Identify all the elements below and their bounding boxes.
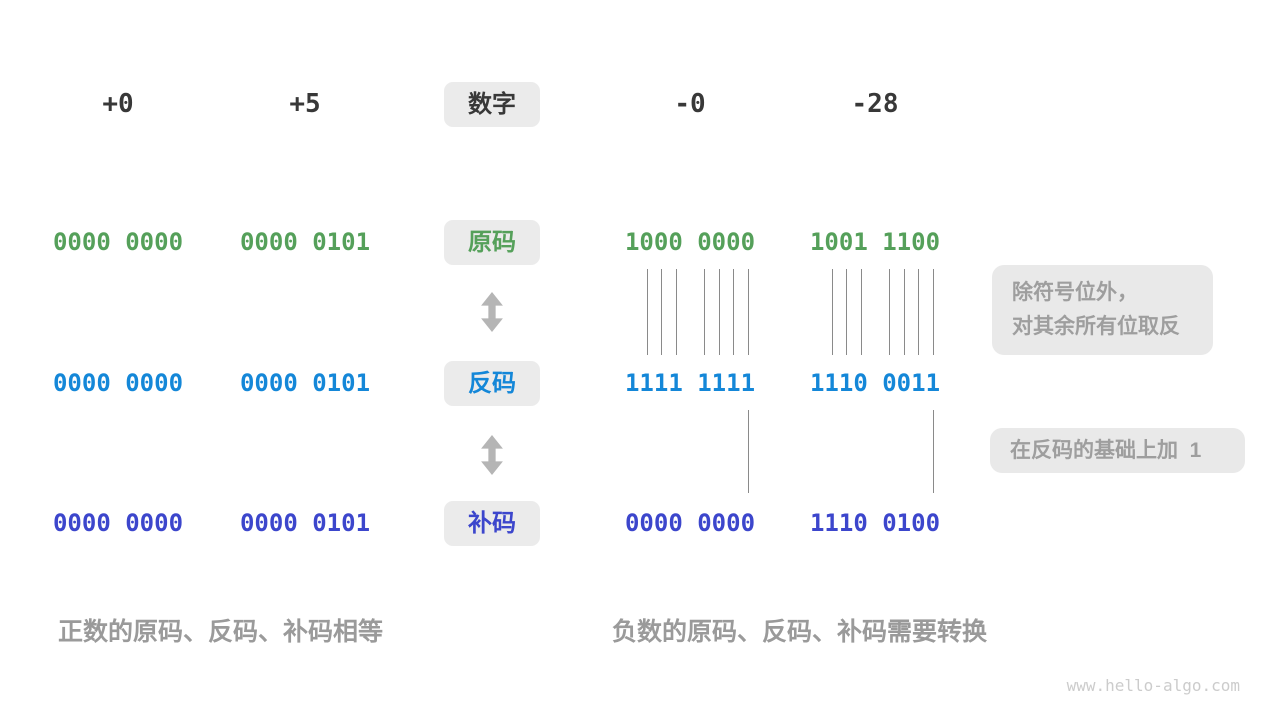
badge-number: 数字 bbox=[444, 82, 540, 127]
header-value-minus0: -0 bbox=[674, 89, 706, 119]
badge-twos-complement: 补码 bbox=[444, 501, 540, 546]
sign-magnitude-value: 0000 0101 bbox=[239, 228, 371, 256]
bit-flip-line bbox=[748, 269, 749, 355]
header-value-plus5: +5 bbox=[289, 89, 321, 119]
badge-ones-complement: 反码 bbox=[444, 361, 540, 406]
sign-magnitude-value: 1000 0000 bbox=[624, 228, 756, 256]
ones-complement-value: 0000 0101 bbox=[239, 369, 371, 397]
caption-positive: 正数的原码、反码、补码相等 bbox=[58, 618, 384, 646]
note-flip-bits-line1: 除符号位外， bbox=[1012, 281, 1138, 304]
ones-complement-value: 1110 0011 bbox=[809, 369, 941, 397]
twos-complement-value: 0000 0000 bbox=[52, 509, 184, 537]
bit-flip-line bbox=[861, 269, 862, 355]
double-arrow-icon bbox=[481, 435, 503, 475]
watermark: www.hello-algo.com bbox=[1066, 676, 1240, 695]
note-flip-bits: 除符号位外， 对其余所有位取反 bbox=[992, 265, 1213, 355]
bit-flip-line bbox=[661, 269, 662, 355]
bit-flip-line bbox=[933, 269, 934, 355]
header-value-plus0: +0 bbox=[102, 89, 134, 119]
bit-flip-line bbox=[704, 269, 705, 355]
bit-flip-line bbox=[889, 269, 890, 355]
bit-flip-line bbox=[832, 269, 833, 355]
bit-flip-line bbox=[918, 269, 919, 355]
double-arrow-icon bbox=[481, 292, 503, 332]
carry-line bbox=[933, 410, 934, 493]
note-flip-bits-line2: 对其余所有位取反 bbox=[1012, 315, 1180, 338]
header-value-minus28: -28 bbox=[851, 89, 899, 119]
bit-flip-line bbox=[676, 269, 677, 355]
twos-complement-value: 1110 0100 bbox=[809, 509, 941, 537]
badge-sign-magnitude: 原码 bbox=[444, 220, 540, 265]
ones-complement-value: 1111 1111 bbox=[624, 369, 756, 397]
twos-complement-value: 0000 0000 bbox=[624, 509, 756, 537]
caption-negative: 负数的原码、反码、补码需要转换 bbox=[612, 618, 988, 646]
bit-flip-line bbox=[904, 269, 905, 355]
bit-flip-line bbox=[733, 269, 734, 355]
sign-magnitude-value: 1001 1100 bbox=[809, 228, 941, 256]
carry-line bbox=[748, 410, 749, 493]
note-add-one-line: 在反码的基础上加 1 bbox=[1010, 439, 1202, 462]
ones-complement-value: 0000 0000 bbox=[52, 369, 184, 397]
bit-flip-line bbox=[846, 269, 847, 355]
sign-magnitude-value: 0000 0000 bbox=[52, 228, 184, 256]
bit-flip-line bbox=[719, 269, 720, 355]
note-add-one: 在反码的基础上加 1 bbox=[990, 428, 1245, 473]
bit-flip-line bbox=[647, 269, 648, 355]
twos-complement-value: 0000 0101 bbox=[239, 509, 371, 537]
